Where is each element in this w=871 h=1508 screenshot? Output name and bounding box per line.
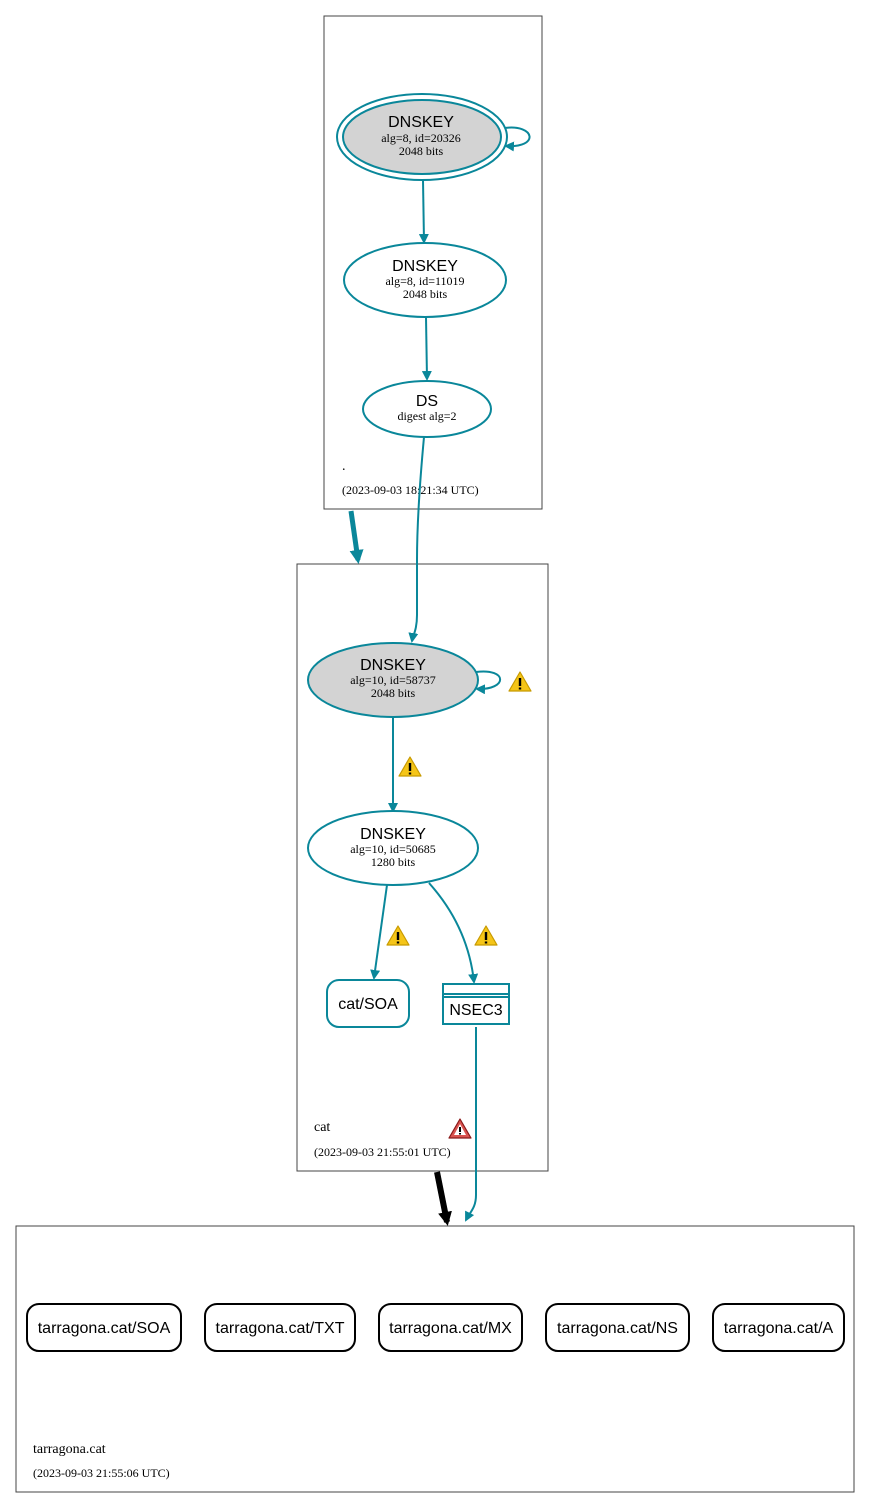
tarragona-record-label: tarragona.cat/A xyxy=(724,1320,834,1337)
cat-ksk-alg: alg=10, id=58737 xyxy=(350,673,436,687)
cat-soa-label: cat/SOA xyxy=(338,996,398,1013)
tarragona-record-node[interactable]: tarragona.cat/A xyxy=(712,1303,845,1352)
cat-zsk-to-nsec3-edge xyxy=(428,882,479,984)
cat-nsec3-label: NSEC3 xyxy=(449,1002,502,1019)
tarragona-record-label: tarragona.cat/SOA xyxy=(38,1320,171,1337)
tarragona-record-node[interactable]: tarragona.cat/MX xyxy=(378,1303,523,1352)
nsec3-to-tarragona-edge xyxy=(465,1027,477,1222)
error-icon[interactable] xyxy=(448,1118,472,1139)
zone-root xyxy=(323,15,543,510)
root-ksk-to-zsk-edge xyxy=(418,179,429,244)
cat-nsec3-node[interactable]: NSEC3 xyxy=(442,983,510,1025)
cat-ksk-self-edge xyxy=(475,670,502,695)
root-ksk-alg: alg=8, id=20326 xyxy=(381,131,461,145)
cat-zsk-alg: alg=10, id=50685 xyxy=(350,842,436,856)
root-ds-digest: digest alg=2 xyxy=(397,409,456,423)
tarragona-record-node[interactable]: tarragona.cat/TXT xyxy=(204,1303,356,1352)
tarragona-record-node[interactable]: tarragona.cat/NS xyxy=(545,1303,690,1352)
tarragona-record-label: tarragona.cat/NS xyxy=(557,1320,678,1337)
cat-to-tarragona-delegation-edge xyxy=(434,1171,452,1226)
tarragona-record-label: tarragona.cat/TXT xyxy=(216,1320,345,1337)
warning-icon[interactable] xyxy=(386,925,410,946)
tarragona-records: tarragona.cat/SOA tarragona.cat/TXT tarrag… xyxy=(26,1303,845,1352)
root-ksk-node[interactable]: DNSKEY alg=8, id=20326 2048 bits xyxy=(336,93,508,181)
tarragona-zone-timestamp: (2023-09-03 21:55:06 UTC) xyxy=(33,1466,170,1480)
tarragona-record-label: tarragona.cat/MX xyxy=(389,1320,512,1337)
root-zsk-title: DNSKEY xyxy=(392,258,458,275)
warning-icon[interactable] xyxy=(508,671,532,692)
root-ds-node[interactable]: DS digest alg=2 xyxy=(362,380,492,438)
root-zsk-alg: alg=8, id=11019 xyxy=(385,274,464,288)
root-ksk-self-edge xyxy=(504,126,531,152)
cat-ksk-bits: 2048 bits xyxy=(371,686,416,700)
root-ksk-bits: 2048 bits xyxy=(399,144,444,158)
cat-zsk-node[interactable]: DNSKEY alg=10, id=50685 1280 bits xyxy=(307,810,479,886)
root-ds-title: DS xyxy=(416,393,438,410)
cat-ksk-node[interactable]: DNSKEY alg=10, id=58737 2048 bits xyxy=(307,642,479,718)
cat-ksk-title: DNSKEY xyxy=(360,657,426,674)
root-ksk-title: DNSKEY xyxy=(388,114,454,131)
root-zone-label: . xyxy=(342,459,346,474)
cat-zsk-bits: 1280 bits xyxy=(371,855,416,869)
tarragona-zone-label: tarragona.cat xyxy=(33,1442,106,1457)
cat-zone-timestamp: (2023-09-03 21:55:01 UTC) xyxy=(314,1145,451,1159)
warning-icon[interactable] xyxy=(398,756,422,777)
root-to-cat-delegation-edge xyxy=(348,510,364,564)
root-zsk-to-ds-edge xyxy=(421,316,432,381)
cat-zsk-to-soa-edge xyxy=(370,884,388,980)
cat-zsk-title: DNSKEY xyxy=(360,826,426,843)
zone-cat xyxy=(296,563,549,1172)
cat-soa-node[interactable]: cat/SOA xyxy=(326,979,410,1028)
ds-to-cat-ksk-edge xyxy=(408,436,425,643)
root-zone-timestamp: (2023-09-03 18:21:34 UTC) xyxy=(342,483,479,497)
root-zsk-bits: 2048 bits xyxy=(403,287,448,301)
root-zsk-node[interactable]: DNSKEY alg=8, id=11019 2048 bits xyxy=(343,242,507,318)
warning-icon[interactable] xyxy=(474,925,498,946)
zone-tarragona xyxy=(15,1225,855,1493)
cat-zone-label: cat xyxy=(314,1120,330,1135)
tarragona-record-node[interactable]: tarragona.cat/SOA xyxy=(26,1303,182,1352)
